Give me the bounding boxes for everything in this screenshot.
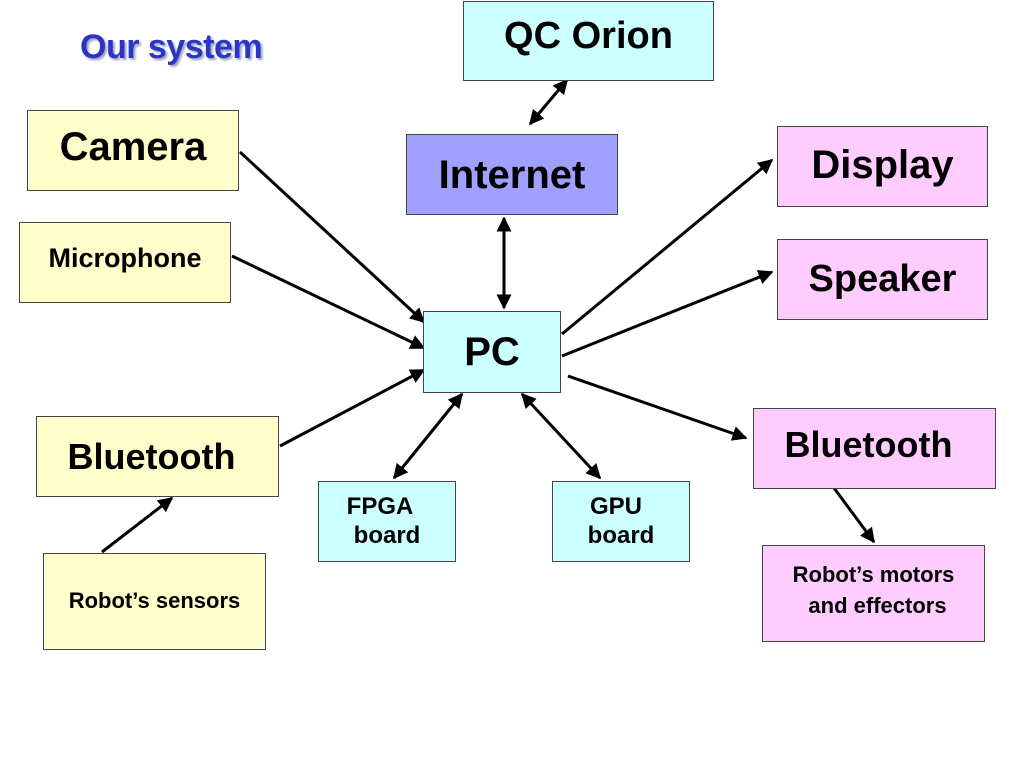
- robot-sensors-label: Robot’s sensors: [68, 588, 241, 614]
- gpu-board-node: GPU board: [552, 481, 690, 562]
- fpga-label-line2: board: [353, 521, 421, 549]
- arrow-bluetooth-motors: [832, 487, 876, 544]
- robot-sensors-node: Robot’s sensors: [43, 553, 266, 650]
- internet-node: Internet: [406, 134, 618, 215]
- speaker-node: Speaker: [777, 239, 988, 320]
- microphone-node: Microphone: [19, 222, 231, 303]
- arrow-pc-speaker: [561, 270, 774, 358]
- arrow-pc-gpu: [520, 392, 602, 480]
- slide-title: Our system: [80, 28, 263, 66]
- arrow-bluetooth-pc: [279, 368, 426, 448]
- robot-motors-label-line1: Robot’s motors: [792, 562, 955, 588]
- camera-label: Camera: [59, 124, 207, 169]
- microphone-label: Microphone: [48, 243, 202, 274]
- gpu-label-line1: GPU: [589, 492, 642, 520]
- internet-label: Internet: [438, 152, 586, 197]
- arrow-camera-pc: [238, 150, 426, 324]
- bluetooth-input-node: Bluetooth: [36, 416, 279, 497]
- camera-node: Camera: [27, 110, 239, 191]
- display-node: Display: [777, 126, 988, 207]
- arrow-pc-fpga: [392, 392, 464, 480]
- speaker-label: Speaker: [808, 257, 957, 300]
- arrow-pc-bluetooth-out: [567, 374, 748, 441]
- fpga-board-node: FPGA board: [318, 481, 456, 562]
- bluetooth-output-label: Bluetooth: [784, 423, 953, 465]
- arrow-microphone-pc: [231, 254, 426, 350]
- qc-orion-node: QC Orion: [463, 1, 714, 81]
- gpu-label-line2: board: [587, 521, 655, 549]
- bluetooth-input-label: Bluetooth: [67, 435, 236, 477]
- qc-orion-label: QC Orion: [504, 15, 673, 58]
- bluetooth-output-node: Bluetooth: [753, 408, 996, 489]
- arrow-pc-display: [561, 158, 774, 336]
- robot-motors-node: Robot’s motors and effectors: [762, 545, 985, 642]
- arrow-qc-internet: [528, 78, 569, 126]
- fpga-label-line1: FPGA: [346, 492, 414, 520]
- pc-label: PC: [464, 330, 520, 374]
- display-label: Display: [811, 142, 954, 187]
- robot-motors-label-line2: and effectors: [808, 592, 947, 618]
- arrow-sensors-bluetooth: [101, 496, 174, 554]
- pc-node: PC: [423, 311, 561, 393]
